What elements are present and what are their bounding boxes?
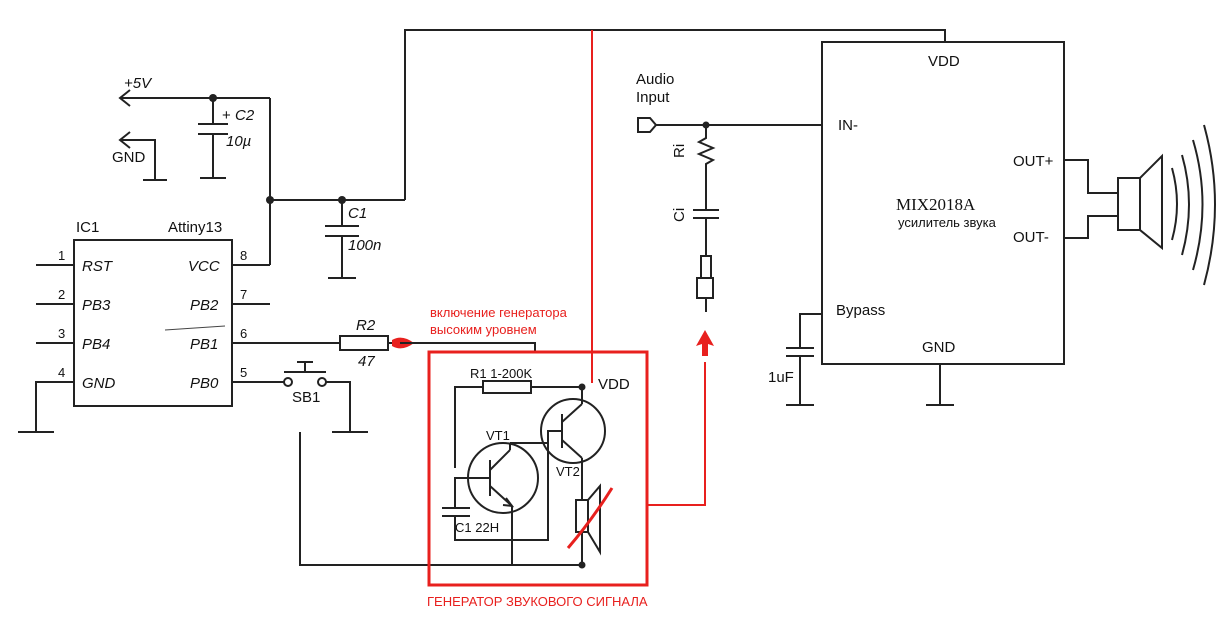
c1-name: C1 <box>348 205 367 222</box>
svg-text:7: 7 <box>240 287 247 302</box>
generator-caption: ГЕНЕРАТОР ЗВУКОВОГО СИГНАЛА <box>427 594 648 609</box>
pin-pb1: PB1 <box>190 336 218 353</box>
note-line-2: высоким уровнем <box>430 322 537 337</box>
power-supply: +5V GND <box>112 75 270 181</box>
ri-label: Ri <box>671 144 688 158</box>
amplifier-mix2018a: VDD IN- MIX2018A усилитель звука OUT+ OU… <box>768 41 1216 406</box>
amp-out-plus-label: OUT+ <box>1013 153 1054 170</box>
c2-polarity: + <box>222 107 231 124</box>
ci-label: Ci <box>671 208 688 222</box>
vcc-label: +5V <box>124 75 153 92</box>
vt1-label: VT1 <box>486 428 510 443</box>
gen-c1-label: C1 22H <box>455 520 499 535</box>
vt2-label: VT2 <box>556 464 580 479</box>
pin-pb3: PB3 <box>82 297 111 314</box>
r2-value: 47 <box>358 353 375 370</box>
ic1-part: Attiny13 <box>168 219 222 236</box>
amp-out-minus-label: OUT- <box>1013 229 1049 246</box>
svg-text:3: 3 <box>58 326 65 341</box>
audio-input-chain: Audio Input Ri Ci <box>636 71 822 312</box>
amp-in-label: IN- <box>838 117 858 134</box>
pin-vcc: VCC <box>188 258 220 275</box>
svg-text:5: 5 <box>240 365 247 380</box>
pin-gnd: GND <box>82 375 116 392</box>
resistor-r2: R2 47 <box>339 317 400 370</box>
gnd-label: GND <box>112 149 146 166</box>
ic1-ref: IC1 <box>76 219 99 236</box>
amp-gnd-label: GND <box>922 339 956 356</box>
r1-label: R1 1-200K <box>470 366 532 381</box>
svg-text:8: 8 <box>240 248 247 263</box>
amp-vdd-label: VDD <box>928 53 960 70</box>
note-line-1: включение генератора <box>430 305 568 320</box>
pin-rst: RST <box>82 258 114 275</box>
capacitor-c2: + C2 10µ <box>222 107 255 150</box>
switch-sb1: SB1 <box>283 361 368 433</box>
pin-pb0: PB0 <box>190 375 219 392</box>
r2-name: R2 <box>356 317 376 334</box>
sb1-name: SB1 <box>292 389 320 406</box>
c2-name: C2 <box>235 107 255 124</box>
audio-input-label: Audio Input <box>636 71 679 106</box>
generator-block: включение генератора высоким уровнем ГЕН… <box>400 305 649 609</box>
c1-value: 100n <box>348 237 381 254</box>
amp-chip-label: MIX2018A <box>896 195 976 214</box>
capacitor-c1: C1 100n <box>325 200 381 279</box>
amp-bypass-label: Bypass <box>836 302 885 319</box>
svg-text:4: 4 <box>58 365 65 380</box>
c2-value: 10µ <box>226 133 251 150</box>
amp-desc-label: усилитель звука <box>898 215 997 230</box>
bypass-cap-label: 1uF <box>768 369 794 386</box>
svg-text:1: 1 <box>58 248 65 263</box>
generator-note-line1: включение генератора высоким уровнем <box>430 305 570 337</box>
ic1-attiny13: IC1 Attiny13 1 2 3 4 RST PB3 PB4 GND 8 7… <box>18 219 340 433</box>
pin-pb4: PB4 <box>82 336 110 353</box>
gen-vdd-label: VDD <box>598 376 630 393</box>
svg-text:2: 2 <box>58 287 65 302</box>
svg-text:6: 6 <box>240 326 247 341</box>
pin-pb2: PB2 <box>190 297 219 314</box>
